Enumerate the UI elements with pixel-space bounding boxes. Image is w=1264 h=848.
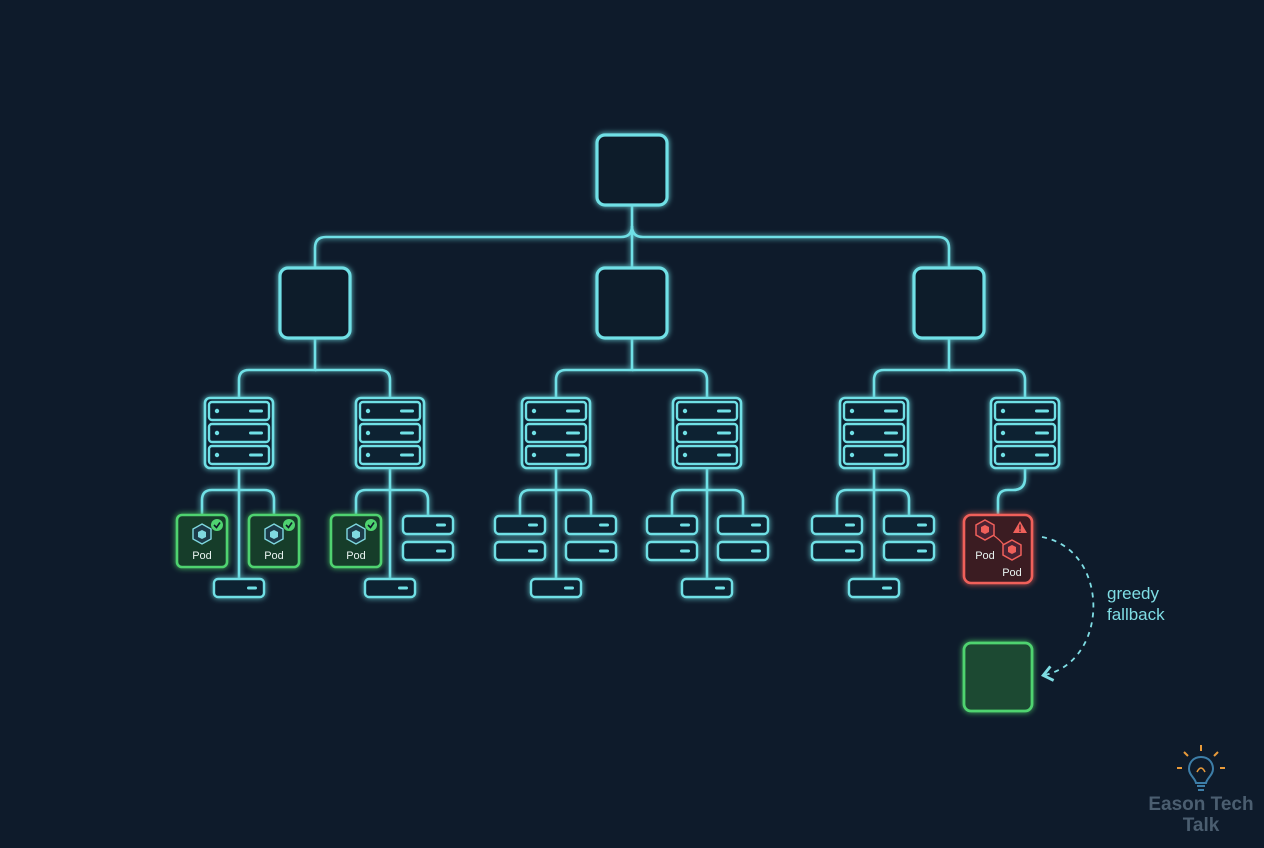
zone-node-left xyxy=(278,266,352,340)
cluster-nodes xyxy=(278,133,986,340)
zone-node-middle xyxy=(595,266,669,340)
server-slot-icon xyxy=(716,540,770,562)
pods: Pod Pod Pod xyxy=(175,513,383,569)
server-slot-icon xyxy=(493,514,547,536)
server-slot-icon xyxy=(810,540,864,562)
server-slot-icon xyxy=(401,540,455,562)
pod-label: Pod xyxy=(264,550,284,562)
failed-pod-node: Pod Pod xyxy=(962,513,1034,585)
server-slot-icon xyxy=(564,514,618,536)
server-slot-icon xyxy=(645,540,699,562)
logo-text-line-2: Talk xyxy=(1183,815,1220,836)
zone-node-right xyxy=(912,266,986,340)
server-slot-icon xyxy=(564,540,618,562)
pod-label: Pod xyxy=(346,550,366,562)
server-rack-icon xyxy=(520,396,592,470)
server-rack-icon xyxy=(838,396,910,470)
pod-icon xyxy=(346,523,366,545)
server-racks xyxy=(203,396,1061,470)
logo: Eason Tech Talk xyxy=(1148,745,1254,836)
check-icon xyxy=(365,519,377,531)
server-slot-icon xyxy=(882,514,936,536)
server-slot-icon xyxy=(645,514,699,536)
connector-lines xyxy=(200,206,1027,578)
warning-icon xyxy=(1013,521,1027,533)
leaf-slots xyxy=(212,514,936,599)
fallback-target-node xyxy=(962,641,1034,713)
fallback-arrow xyxy=(1041,536,1095,682)
server-slot-icon xyxy=(847,577,901,599)
pod-label: Pod xyxy=(1002,567,1022,579)
server-slot-icon xyxy=(529,577,583,599)
pod-label: Pod xyxy=(192,550,212,562)
pod-label: Pod xyxy=(975,550,995,562)
server-slot-icon xyxy=(212,577,266,599)
lightbulb-icon xyxy=(1177,745,1225,791)
server-slot-icon xyxy=(716,514,770,536)
logo-text-line-1: Eason Tech xyxy=(1148,794,1253,815)
pod-icon xyxy=(192,523,212,545)
pod-icon xyxy=(264,523,284,545)
server-slot-icon xyxy=(882,540,936,562)
server-slot-icon xyxy=(810,514,864,536)
pod-icon xyxy=(1002,539,1022,561)
check-icon xyxy=(283,519,295,531)
pod-node: Pod xyxy=(329,513,383,569)
server-rack-icon xyxy=(354,396,426,470)
root-node xyxy=(595,133,669,207)
server-rack-icon xyxy=(989,396,1061,470)
pod-node: Pod xyxy=(175,513,229,569)
annotation-line-2: fallback xyxy=(1107,605,1165,624)
server-slot-icon xyxy=(680,577,734,599)
server-rack-icon xyxy=(671,396,743,470)
pod-node: Pod xyxy=(247,513,301,569)
check-icon xyxy=(211,519,223,531)
pod-icon xyxy=(975,519,995,541)
server-rack-icon xyxy=(203,396,275,470)
annotation-line-1: greedy xyxy=(1107,584,1159,603)
server-slot-icon xyxy=(401,514,455,536)
server-slot-icon xyxy=(493,540,547,562)
server-slot-icon xyxy=(363,577,417,599)
